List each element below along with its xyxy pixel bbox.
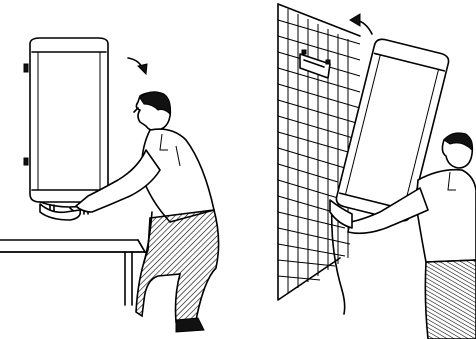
table (0, 240, 145, 305)
curved-arrow-down-right-icon (128, 58, 147, 74)
water-heater-left (24, 38, 108, 214)
panel-hang-on-wall (278, 4, 476, 339)
curved-arrow-up-left-icon (350, 14, 372, 34)
panel-lift-from-table (0, 38, 219, 332)
wall-bracket (300, 50, 330, 78)
